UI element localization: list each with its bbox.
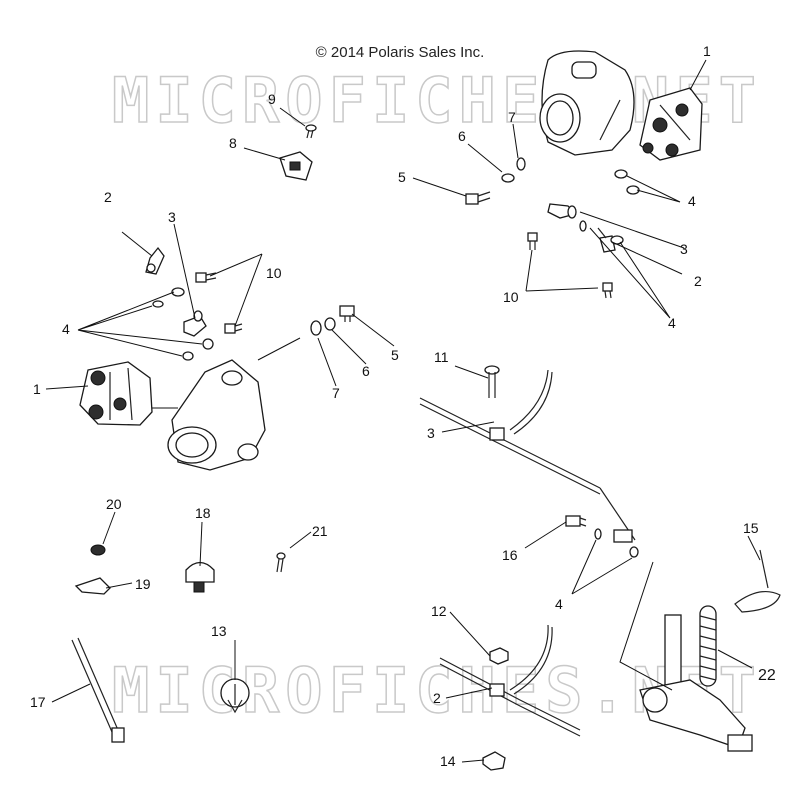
callout-22: 22 <box>758 667 776 684</box>
clamp-18 <box>185 561 215 593</box>
clip-19 <box>74 577 111 595</box>
right-caliper-bracket <box>539 50 635 156</box>
callout-2-line: 2 <box>433 690 441 706</box>
callout-13: 13 <box>211 623 227 639</box>
bolt-5-top <box>465 191 491 205</box>
washer-4-c <box>579 220 587 232</box>
right-brake-caliper <box>639 87 703 161</box>
callout-labels: 1 9 8 7 6 5 4 3 2 10 4 2 3 10 4 1 7 6 5 … <box>30 43 776 769</box>
callout-21: 21 <box>312 523 328 539</box>
callout-16: 16 <box>502 547 518 563</box>
bolt-16 <box>565 515 587 527</box>
brake-line-2 <box>439 624 581 737</box>
callout-18: 18 <box>195 505 211 521</box>
callout-15: 15 <box>743 520 759 536</box>
callout-3-left: 3 <box>168 209 176 225</box>
washer-4-left-c <box>202 338 214 350</box>
washer-4-left-d <box>182 351 194 361</box>
callout-20: 20 <box>106 496 122 512</box>
callout-4-top-right: 4 <box>688 193 696 209</box>
screw-20 <box>90 544 106 556</box>
callout-11: 11 <box>434 349 449 365</box>
callout-3-right: 3 <box>680 241 688 257</box>
nut-12 <box>489 647 509 665</box>
bolt-10-right-a <box>527 232 538 250</box>
callout-8: 8 <box>229 135 237 151</box>
brake-line-3 <box>419 369 636 541</box>
screw-9 <box>305 124 317 139</box>
washer-4-a <box>614 169 628 179</box>
master-cylinder <box>639 614 753 752</box>
nut-14 <box>482 751 506 771</box>
callout-4-bottom: 4 <box>555 596 563 612</box>
callout-1-right: 1 <box>703 43 711 59</box>
washer-4-left-b <box>152 300 164 308</box>
bolt-11 <box>484 365 500 398</box>
washer-4-b <box>626 185 640 195</box>
hose-end-2-left <box>145 246 165 275</box>
leader-lines <box>45 59 761 763</box>
callout-19: 19 <box>135 576 151 592</box>
callout-14: 14 <box>440 753 456 769</box>
callout-7-top: 7 <box>508 109 516 125</box>
callout-17: 17 <box>30 694 46 710</box>
fitting-3-left <box>183 310 207 337</box>
washer-6-mid <box>324 317 336 331</box>
callout-3-line: 3 <box>427 425 435 441</box>
callout-7-mid: 7 <box>332 385 340 401</box>
left-brake-caliper <box>79 361 153 426</box>
callout-9: 9 <box>268 91 276 107</box>
long-bolt-17 <box>71 637 125 743</box>
washer-4-bottom-b <box>629 546 639 558</box>
callout-6-top: 6 <box>458 128 466 144</box>
callout-10-right: 10 <box>503 289 519 305</box>
callout-5-mid: 5 <box>391 347 399 363</box>
bolt-10-left-b <box>224 323 243 334</box>
callout-4-right: 4 <box>668 315 676 331</box>
clip-8 <box>279 151 313 181</box>
fitting-bottom <box>613 529 633 543</box>
callout-2-right: 2 <box>694 273 702 289</box>
washer-7-top <box>516 157 526 171</box>
bolt-5-mid <box>339 305 355 322</box>
callout-1-left: 1 <box>33 381 41 397</box>
screw-21 <box>276 552 286 573</box>
washer-7-mid <box>310 320 322 336</box>
callout-2-left: 2 <box>104 189 112 205</box>
callout-6-mid: 6 <box>362 363 370 379</box>
callout-12: 12 <box>431 603 447 619</box>
copyright-text: © 2014 Polaris Sales Inc. <box>315 44 485 61</box>
washer-6-top <box>501 173 515 183</box>
left-caliper-bracket <box>167 359 266 471</box>
bolt-10-right-b <box>602 282 613 299</box>
washer-4-bottom-a <box>594 528 602 540</box>
spring-sleeve-22 <box>699 605 717 687</box>
fitting-3-right <box>547 203 577 219</box>
washer-4-left-a <box>171 287 185 297</box>
callout-5-top: 5 <box>398 169 406 185</box>
tie-strap-15 <box>734 549 781 613</box>
callout-10-left: 10 <box>266 265 282 281</box>
bolt-10-left-a <box>195 272 217 283</box>
callout-4-left: 4 <box>62 321 70 337</box>
